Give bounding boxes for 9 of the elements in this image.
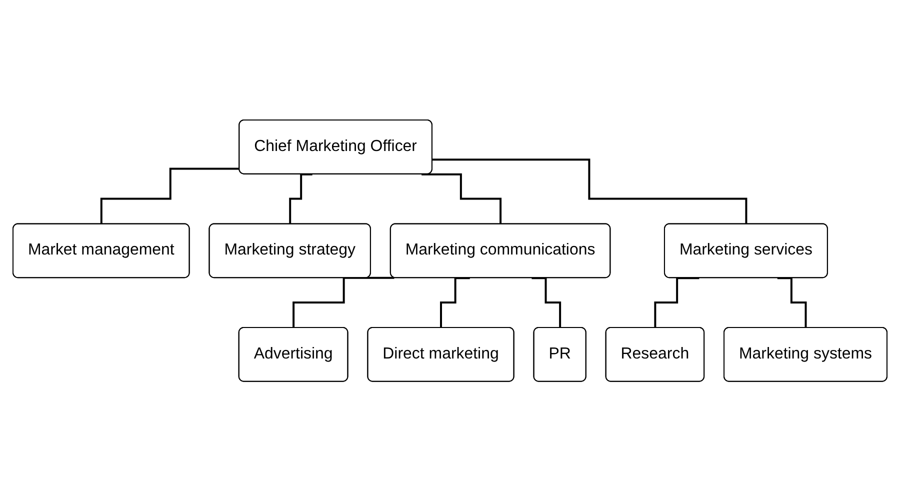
connector <box>440 276 470 329</box>
connector <box>422 173 502 226</box>
connector <box>777 276 807 329</box>
connector <box>292 276 394 329</box>
connector <box>654 276 700 329</box>
connector <box>532 276 562 329</box>
connector <box>432 158 748 226</box>
connector <box>289 173 312 226</box>
connector <box>100 168 240 226</box>
